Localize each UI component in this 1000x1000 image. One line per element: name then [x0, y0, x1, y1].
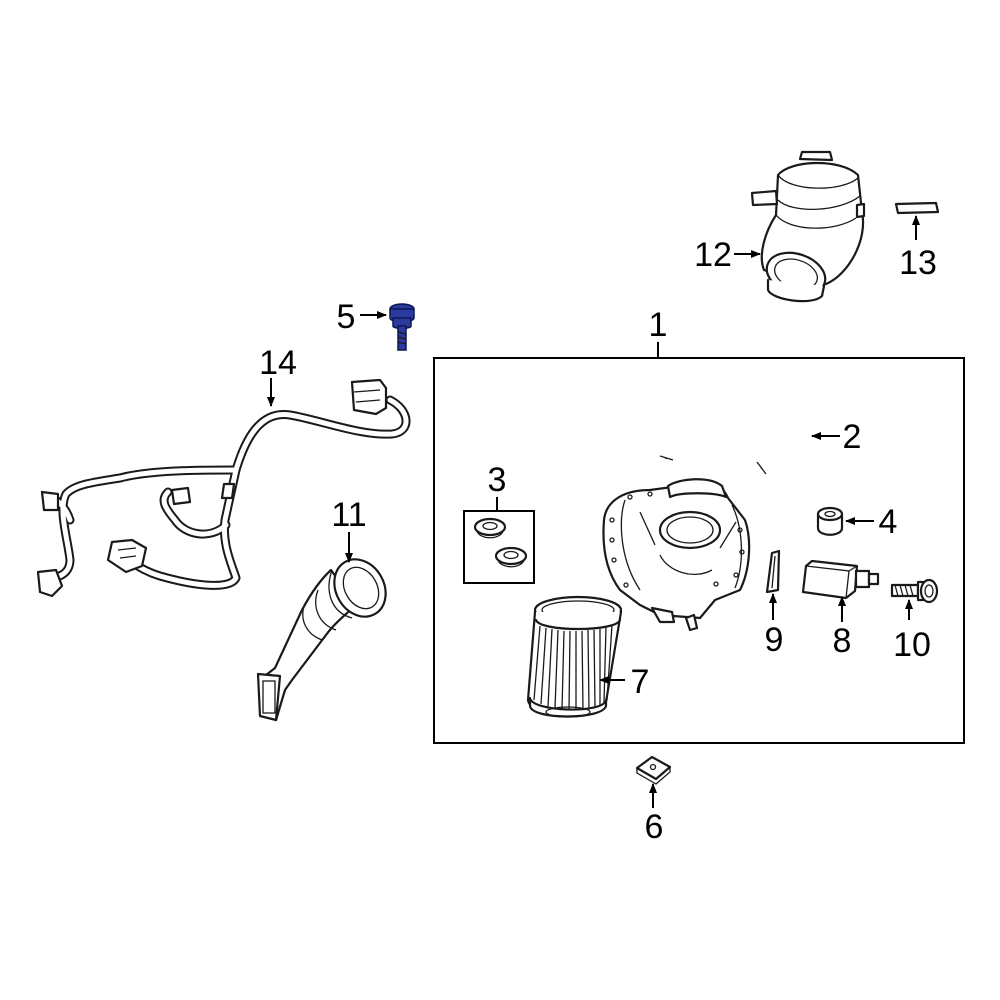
part-3-grommets[interactable] [473, 517, 528, 568]
callout-6[interactable]: 6 [645, 808, 664, 846]
callout-3[interactable]: 3 [488, 461, 507, 499]
callout-10[interactable]: 10 [893, 626, 931, 664]
part-9-seal[interactable] [765, 549, 781, 594]
part-8-sensor[interactable] [801, 559, 880, 600]
part-7-air-filter[interactable] [526, 595, 623, 718]
part-12-resonator[interactable] [750, 150, 866, 303]
part-6-clip[interactable] [635, 755, 672, 785]
part-14-wiring-harness[interactable] [36, 378, 411, 598]
callout-9[interactable]: 9 [765, 621, 784, 659]
callout-13[interactable]: 13 [899, 244, 937, 282]
callout-5[interactable]: 5 [337, 298, 356, 336]
part-2-hose[interactable] [654, 382, 809, 475]
callout-2[interactable]: 2 [843, 418, 862, 456]
callout-8[interactable]: 8 [833, 622, 852, 660]
callout-7[interactable]: 7 [631, 663, 650, 701]
assembly-box [433, 357, 965, 744]
part-10-bolt[interactable] [890, 578, 939, 604]
part-4-nut[interactable] [816, 506, 844, 536]
part-11-inlet-duct[interactable] [256, 550, 396, 722]
callout-11[interactable]: 11 [331, 496, 366, 534]
grommet-box [463, 510, 535, 584]
callout-12[interactable]: 12 [694, 236, 732, 274]
part-13-label[interactable] [894, 201, 940, 215]
callout-1[interactable]: 1 [649, 306, 668, 344]
part-1-air-cleaner-housing[interactable] [602, 478, 751, 632]
callout-4[interactable]: 4 [879, 503, 898, 541]
part-5-bolt[interactable] [389, 303, 415, 351]
callout-14[interactable]: 14 [259, 344, 297, 382]
